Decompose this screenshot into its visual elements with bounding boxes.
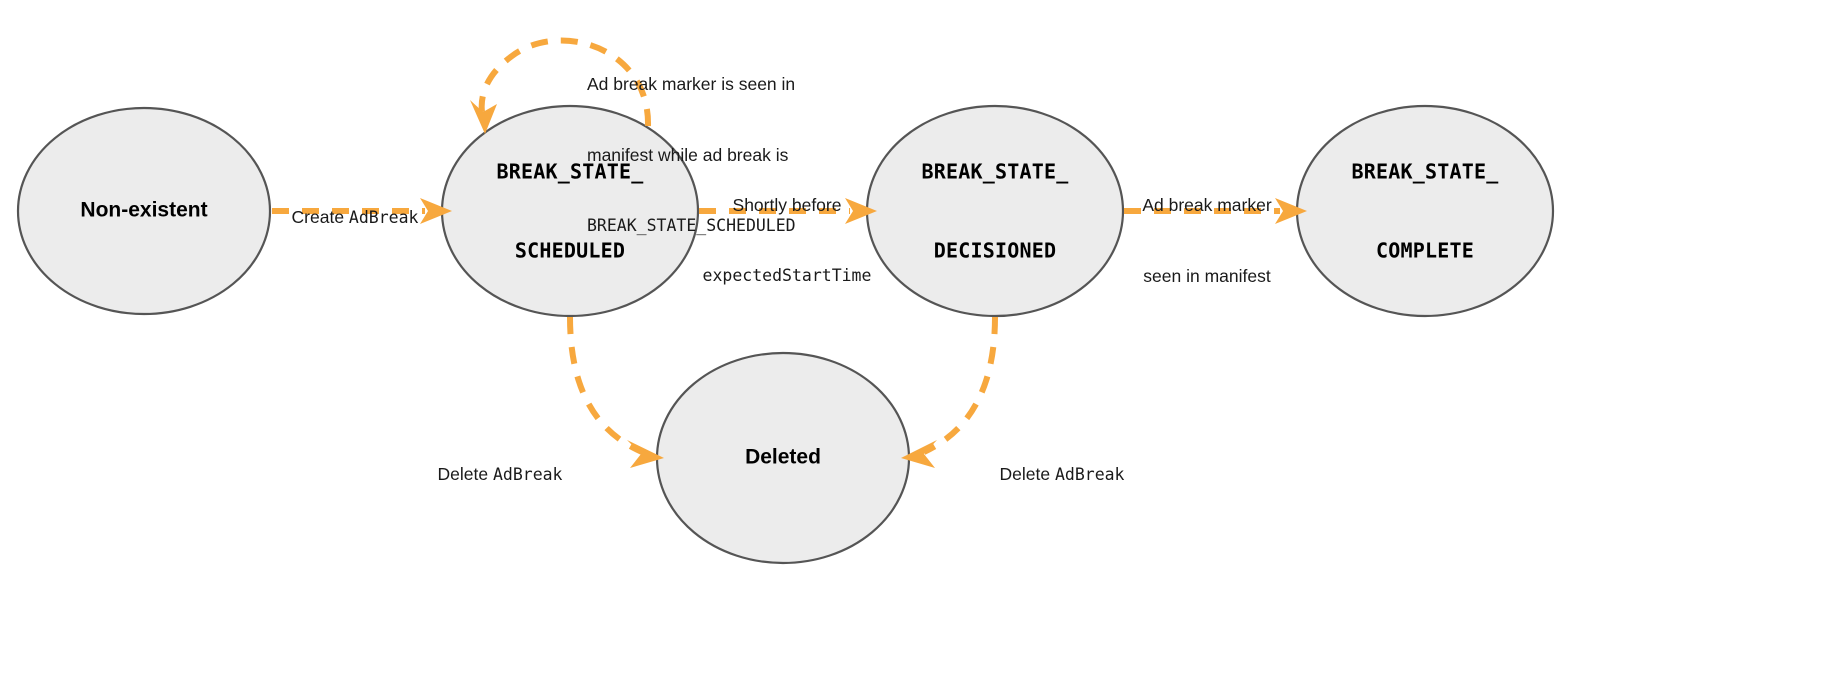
node-deleted[interactable] (655, 351, 911, 565)
edge-create-adbreak (272, 198, 452, 224)
node-break-state-complete[interactable] (1295, 104, 1555, 318)
edge-marker-seen-arrowhead (1275, 198, 1307, 224)
edge-delete-adbreak-from-scheduled (567, 316, 664, 468)
edge-delete-from-scheduled-line (567, 316, 644, 455)
edge-shortly-before-arrowhead (845, 198, 877, 224)
edge-create-adbreak-arrowhead (420, 198, 452, 224)
edge-self-loop-arrowhead (470, 100, 497, 134)
edge-marker-seen-while-scheduled (470, 37, 652, 134)
edge-delete-from-decisioned-line (922, 316, 998, 455)
edge-delete-from-decisioned-arrowhead (901, 440, 937, 468)
edge-delete-from-scheduled-arrowhead (627, 440, 664, 468)
node-break-state-scheduled[interactable] (440, 104, 700, 318)
edge-self-loop-line (478, 37, 652, 127)
edge-delete-adbreak-from-decisioned (901, 316, 998, 468)
edge-marker-seen-in-manifest (1124, 198, 1307, 224)
node-break-state-decisioned[interactable] (865, 104, 1125, 318)
edge-shortly-before-expected-start-time (699, 198, 877, 224)
node-non-existent[interactable] (16, 106, 272, 316)
